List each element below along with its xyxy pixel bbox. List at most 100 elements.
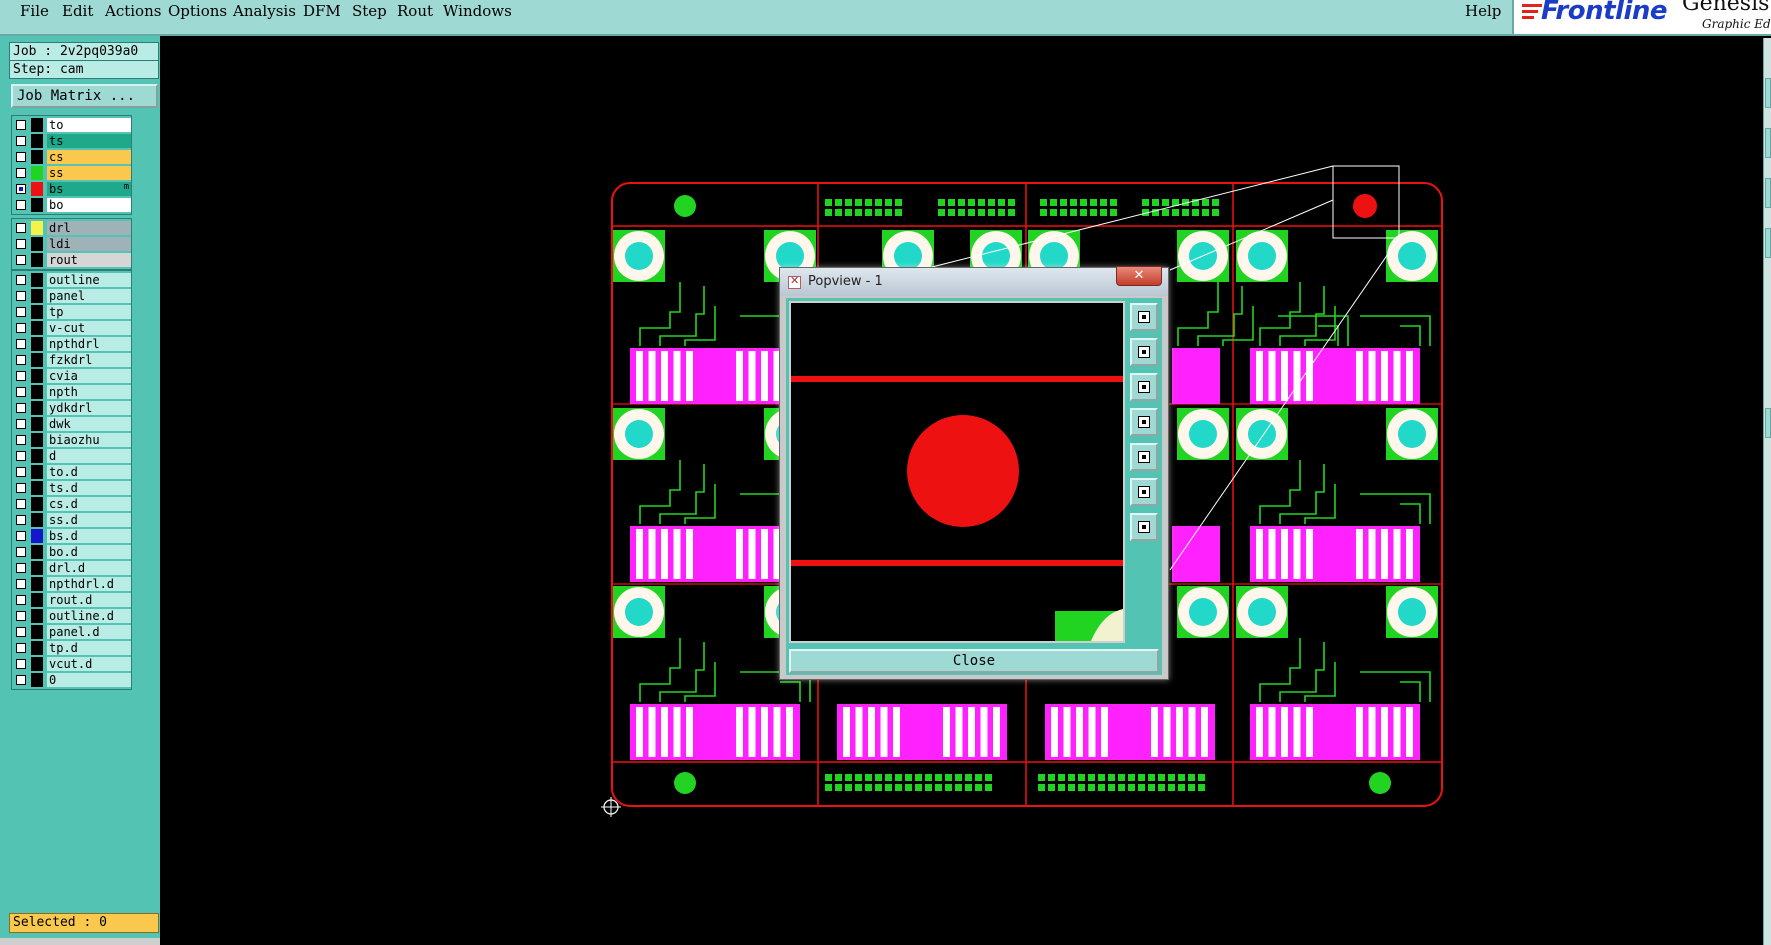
layer-checkbox[interactable] <box>16 387 26 397</box>
popview-close-button[interactable]: Close <box>789 649 1159 673</box>
layer-color-swatch[interactable] <box>31 353 43 367</box>
layer-row[interactable]: bo.d <box>12 544 131 560</box>
right-tool-3[interactable] <box>1765 178 1771 208</box>
layer-checkbox[interactable] <box>16 184 26 194</box>
layer-checkbox[interactable] <box>16 200 26 210</box>
layer-checkbox[interactable] <box>16 223 26 233</box>
layer-color-swatch[interactable] <box>31 150 43 164</box>
layer-name[interactable]: bo.d <box>47 545 131 559</box>
layer-checkbox[interactable] <box>16 499 26 509</box>
layer-name[interactable]: rout <box>47 253 131 267</box>
layer-name[interactable]: cs <box>47 150 131 164</box>
layer-row[interactable]: ts <box>12 133 131 149</box>
layer-checkbox[interactable] <box>16 136 26 146</box>
layer-checkbox[interactable] <box>16 323 26 333</box>
menu-actions[interactable]: Actions <box>105 2 162 20</box>
layer-name[interactable]: d <box>47 449 131 463</box>
layer-checkbox[interactable] <box>16 291 26 301</box>
layer-row[interactable]: 0 <box>12 672 131 688</box>
layer-name[interactable]: dwk <box>47 417 131 431</box>
layer-checkbox[interactable] <box>16 515 26 525</box>
layer-name[interactable]: to <box>47 118 131 132</box>
layer-checkbox[interactable] <box>16 483 26 493</box>
layer-color-swatch[interactable] <box>31 481 43 495</box>
layer-row[interactable]: ts.d <box>12 480 131 496</box>
layer-checkbox[interactable] <box>16 611 26 621</box>
layer-name[interactable]: npth <box>47 385 131 399</box>
layer-color-swatch[interactable] <box>31 237 43 251</box>
layer-row[interactable]: ldi <box>12 236 131 252</box>
layer-color-swatch[interactable] <box>31 641 43 655</box>
layer-color-swatch[interactable] <box>31 561 43 575</box>
layer-checkbox[interactable] <box>16 355 26 365</box>
layer-color-swatch[interactable] <box>31 593 43 607</box>
layer-color-swatch[interactable] <box>31 433 43 447</box>
layer-color-swatch[interactable] <box>31 465 43 479</box>
layer-row[interactable]: to.d <box>12 464 131 480</box>
layer-name[interactable]: outline <box>47 273 131 287</box>
pan-down-tool[interactable] <box>1130 373 1158 401</box>
layer-row[interactable]: to <box>12 117 131 133</box>
layer-color-swatch[interactable] <box>31 305 43 319</box>
layer-color-swatch[interactable] <box>31 417 43 431</box>
layer-color-swatch[interactable] <box>31 657 43 671</box>
layer-color-swatch[interactable] <box>31 253 43 267</box>
right-tool-5[interactable] <box>1765 408 1771 438</box>
layer-checkbox[interactable] <box>16 152 26 162</box>
layer-color-swatch[interactable] <box>31 513 43 527</box>
layer-name[interactable]: to.d <box>47 465 131 479</box>
pan-up-tool[interactable] <box>1130 338 1158 366</box>
layer-color-swatch[interactable] <box>31 182 43 196</box>
layer-row[interactable]: rout <box>12 252 131 268</box>
layer-checkbox[interactable] <box>16 531 26 541</box>
layer-checkbox[interactable] <box>16 643 26 653</box>
layer-row[interactable]: tp.d <box>12 640 131 656</box>
right-tool-4[interactable] <box>1765 228 1771 258</box>
layer-name[interactable]: ts.d <box>47 481 131 495</box>
menu-step[interactable]: Step <box>352 2 387 20</box>
layer-color-swatch[interactable] <box>31 198 43 212</box>
menu-edit[interactable]: Edit <box>62 2 94 20</box>
layer-checkbox[interactable] <box>16 435 26 445</box>
layer-color-swatch[interactable] <box>31 401 43 415</box>
layer-row[interactable]: fzkdrl <box>12 352 131 368</box>
pan-left-tool[interactable] <box>1130 408 1158 436</box>
layer-name[interactable]: ydkdrl <box>47 401 131 415</box>
layer-row[interactable]: tp <box>12 304 131 320</box>
layer-row[interactable]: v-cut <box>12 320 131 336</box>
layer-name[interactable]: rout.d <box>47 593 131 607</box>
layer-row[interactable]: npthdrl.d <box>12 576 131 592</box>
layer-row[interactable]: panel.d <box>12 624 131 640</box>
layer-color-swatch[interactable] <box>31 625 43 639</box>
popview-zoom-view[interactable] <box>789 301 1125 643</box>
layer-color-swatch[interactable] <box>31 529 43 543</box>
layer-name[interactable]: outline.d <box>47 609 131 623</box>
layer-color-swatch[interactable] <box>31 673 43 687</box>
layer-row[interactable]: npth <box>12 384 131 400</box>
layer-name[interactable]: bs <box>47 182 131 196</box>
layer-name[interactable]: npthdrl <box>47 337 131 351</box>
layer-row[interactable]: dwk <box>12 416 131 432</box>
menu-windows[interactable]: Windows <box>443 2 512 20</box>
layer-row[interactable]: d <box>12 448 131 464</box>
layer-name[interactable]: drl <box>47 221 131 235</box>
layer-color-swatch[interactable] <box>31 497 43 511</box>
layer-name[interactable]: fzkdrl <box>47 353 131 367</box>
layer-name[interactable]: ss <box>47 166 131 180</box>
layer-checkbox[interactable] <box>16 419 26 429</box>
layer-name[interactable]: cvia <box>47 369 131 383</box>
layer-color-swatch[interactable] <box>31 118 43 132</box>
menu-file[interactable]: File <box>20 2 49 20</box>
layer-name[interactable]: tp.d <box>47 641 131 655</box>
right-tool-2[interactable] <box>1765 128 1771 158</box>
layer-row[interactable]: ss <box>12 165 131 181</box>
layer-color-swatch[interactable] <box>31 385 43 399</box>
layer-name[interactable]: bo <box>47 198 131 212</box>
layer-color-swatch[interactable] <box>31 289 43 303</box>
layer-checkbox[interactable] <box>16 255 26 265</box>
layer-row[interactable]: ydkdrl <box>12 400 131 416</box>
layer-checkbox[interactable] <box>16 168 26 178</box>
layer-color-swatch[interactable] <box>31 134 43 148</box>
window-close-button[interactable]: ✕ <box>1116 266 1162 286</box>
